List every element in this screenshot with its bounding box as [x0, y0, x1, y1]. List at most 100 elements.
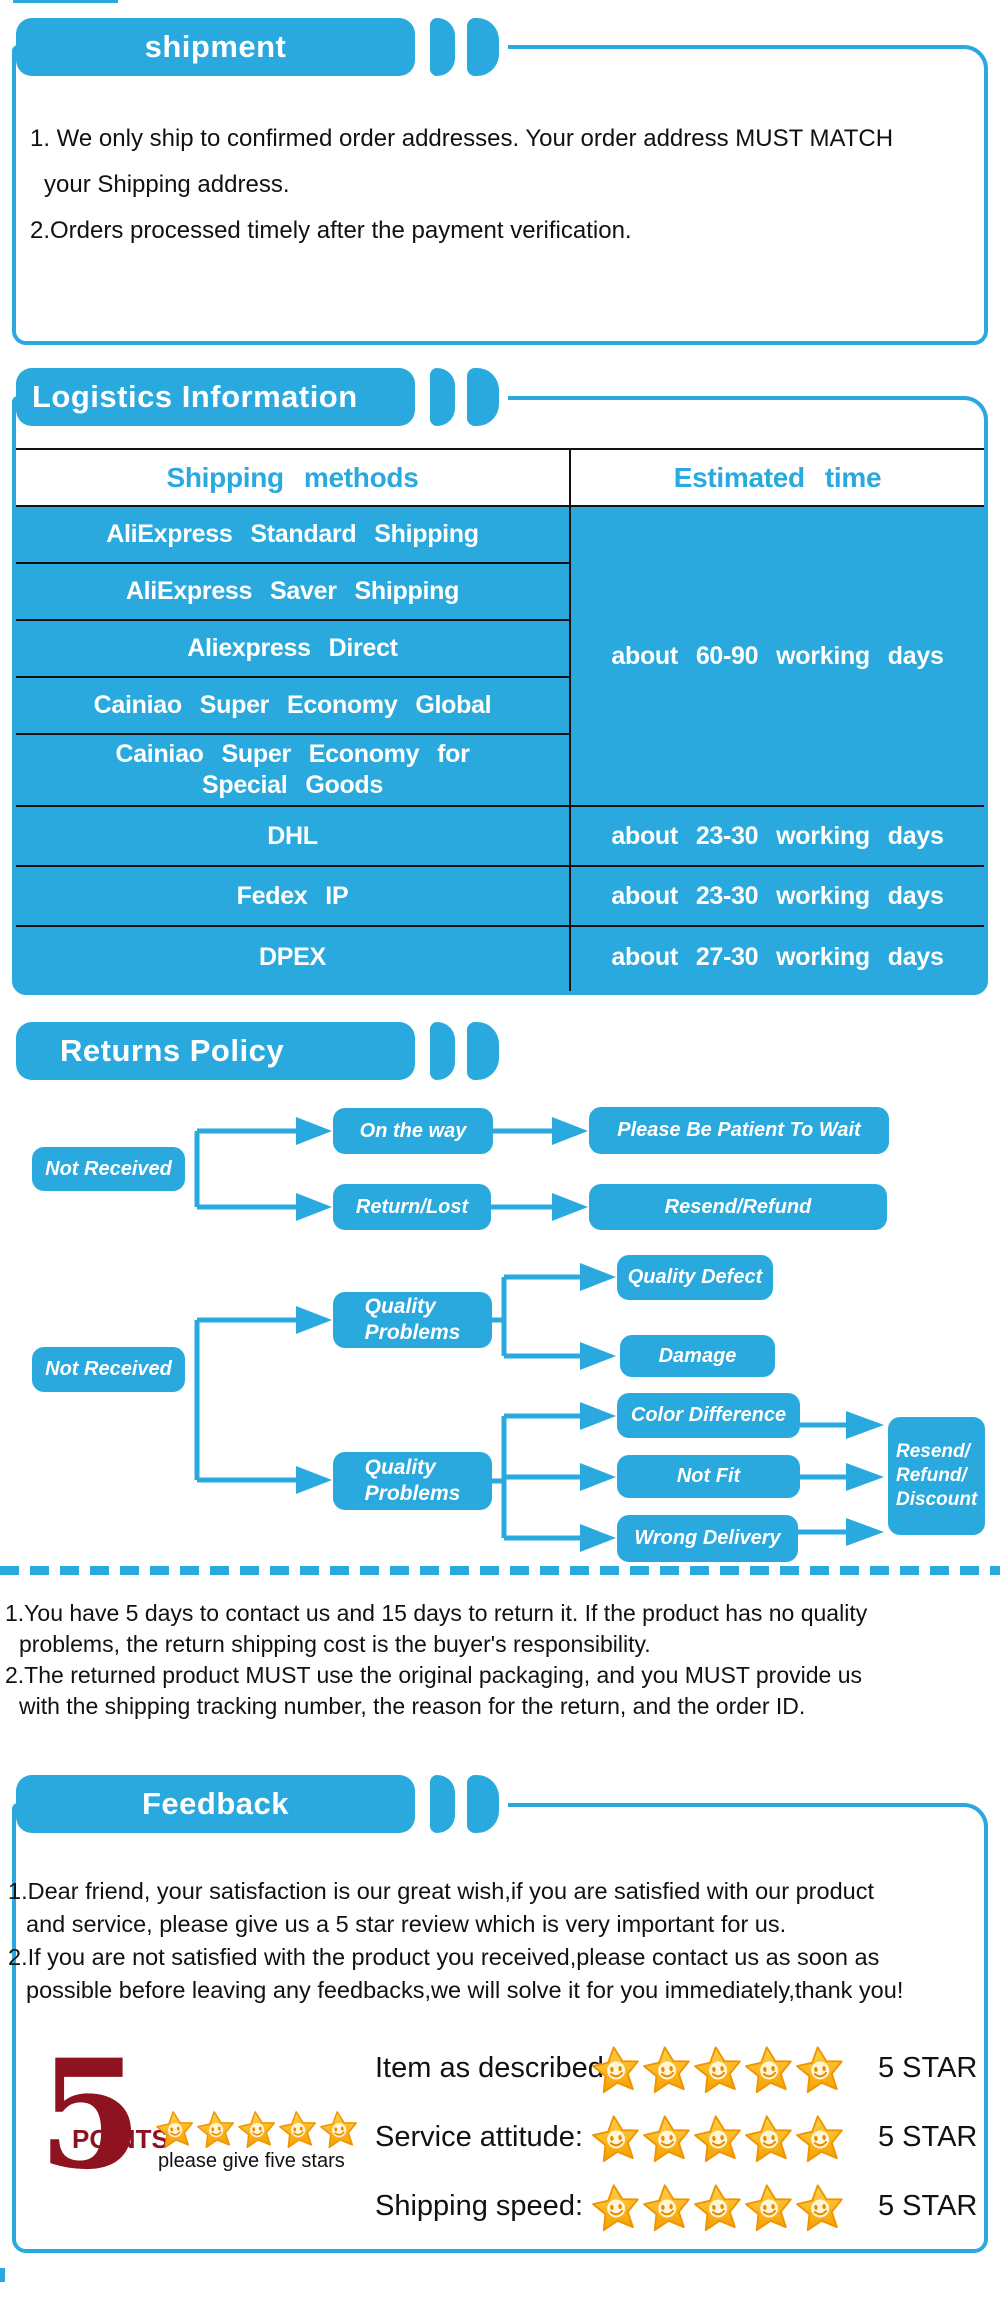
- five-points-label: POINTS: [72, 2124, 169, 2154]
- returns-note-line: 2.The returned product MUST use the orig…: [5, 1662, 863, 1688]
- flow-connector-lines: [194, 1117, 884, 1552]
- rating-stars: [592, 2183, 844, 2232]
- table-line: [16, 865, 984, 867]
- rating-value: 5 STAR: [878, 2052, 978, 2084]
- smiley-star-icon: [156, 2111, 194, 2149]
- smiley-star-icon: [694, 2184, 741, 2232]
- smiley-star-icon: [592, 2115, 639, 2163]
- smiley-star-icon: [694, 2115, 741, 2163]
- flow-box-please-wait: Please Be Patient To Wait: [589, 1107, 889, 1154]
- flow-box-damage: Damage: [620, 1335, 775, 1377]
- rating-stars: [592, 2045, 844, 2094]
- table-line: [16, 562, 569, 564]
- table-row-time: about 23-30 working days: [611, 881, 944, 910]
- feedback-note-line: 2.If you are not satisfied with the prod…: [8, 1944, 880, 1970]
- smiley-star-icon: [592, 2184, 639, 2232]
- five-points-number: 5: [38, 2027, 143, 2203]
- table-line: [16, 733, 569, 735]
- flow-box-color-difference: Color Difference: [617, 1393, 800, 1438]
- table-row-time: about 27-30 working days: [611, 942, 944, 971]
- table-row-method: AliExpress Standard Shipping: [106, 520, 479, 548]
- smiley-star-icon: [643, 2184, 690, 2232]
- smiley-star-icon: [238, 2111, 276, 2149]
- table-row-method: AliExpress Saver Shipping: [125, 577, 460, 605]
- smiley-star-icon: [796, 2115, 843, 2163]
- deco-bracket-icon: [467, 368, 499, 426]
- rating-label: Service attitude:: [375, 2121, 583, 2153]
- table-header-shipping-methods: Shipping methods: [166, 461, 419, 493]
- smiley-star-icon: [279, 2111, 317, 2149]
- deco-bracket-icon: [430, 1775, 455, 1833]
- returns-notes: 1.You have 5 days to contact us and 15 d…: [5, 1598, 867, 1722]
- feedback-note-line: and service, please give us a 5 star rev…: [26, 1911, 787, 1937]
- deco-bracket-icon: [467, 1775, 499, 1833]
- shipment-header-pill: shipment: [16, 18, 415, 76]
- flow-box-wrong-delivery: Wrong Delivery: [617, 1515, 798, 1562]
- feedback-notes: 1.Dear friend, your satisfaction is our …: [8, 1875, 903, 2007]
- smiley-star-icon: [694, 2046, 741, 2094]
- feedback-header-pill: Feedback: [16, 1775, 415, 1833]
- rating-value: 5 STAR: [878, 2121, 978, 2153]
- flow-box-return-lost: Return/Lost: [333, 1184, 491, 1230]
- table-merged-time-cell: about 60-90 working days: [611, 641, 944, 670]
- table-line: [16, 925, 984, 927]
- smiley-star-icon: [592, 2046, 639, 2094]
- smiley-star-icon: [197, 2111, 235, 2149]
- table-line: [16, 619, 569, 621]
- table-line: [16, 805, 984, 807]
- smiley-star-icon: [745, 2115, 792, 2163]
- smiley-star-icon: [745, 2184, 792, 2232]
- flow-box-resend-refund-discount: Resend/ Refund/ Discount: [888, 1417, 985, 1535]
- table-line: [16, 448, 984, 450]
- returns-note-line: problems, the return shipping cost is th…: [19, 1631, 651, 1657]
- returns-note-line: with the shipping tracking number, the r…: [19, 1693, 806, 1719]
- feedback-note-line: 1.Dear friend, your satisfaction is our …: [8, 1878, 874, 1904]
- five-points-stars: [156, 2110, 358, 2149]
- rating-stars: [592, 2114, 844, 2163]
- flow-box-not-fit: Not Fit: [617, 1455, 800, 1498]
- smiley-star-icon: [796, 2046, 843, 2094]
- dashed-divider: [0, 1566, 1000, 1575]
- table-row-time: about 23-30 working days: [611, 821, 944, 850]
- deco-bracket-icon: [430, 1022, 455, 1080]
- table-line: [16, 676, 569, 678]
- shipment-note-line: 1. We only ship to confirmed order addre…: [30, 125, 894, 152]
- smiley-star-icon: [643, 2046, 690, 2094]
- table-column-divider: [569, 448, 571, 991]
- flow-box-quality-defect: Quality Defect: [617, 1255, 773, 1300]
- logistics-table-body-bg: [16, 505, 984, 991]
- feedback-note-line: possible before leaving any feedbacks,we…: [26, 1977, 904, 2003]
- flow-box-on-the-way: On the way: [333, 1108, 493, 1154]
- table-header-estimated-time: Estimated time: [673, 461, 882, 493]
- table-row-method: Fedex IP: [236, 881, 349, 910]
- logistics-title: Logistics Information: [32, 379, 358, 414]
- flow-box-resend-refund: Resend/Refund: [589, 1184, 887, 1230]
- deco-bracket-icon: [430, 368, 455, 426]
- logistics-header-pill: Logistics Information: [16, 368, 415, 426]
- table-row-method: Cainiao Super Economy for Special Goods: [115, 739, 470, 799]
- feedback-title: Feedback: [141, 1786, 289, 1821]
- flow-box-quality-problems: Quality Problems: [333, 1452, 492, 1510]
- rating-label: Shipping speed:: [375, 2190, 583, 2222]
- top-edge-artifact: [13, 0, 118, 3]
- five-points-caption: please give five stars: [158, 2150, 345, 2172]
- shipment-title: shipment: [144, 29, 287, 64]
- returns-header-pill: Returns Policy: [16, 1022, 415, 1080]
- smiley-star-icon: [745, 2046, 792, 2094]
- returns-note-line: 1.You have 5 days to contact us and 15 d…: [5, 1600, 868, 1626]
- smiley-star-icon: [643, 2115, 690, 2163]
- bottom-edge-artifact: [0, 2268, 5, 2282]
- shipment-note-line: 2.Orders processed timely after the paym…: [30, 217, 632, 244]
- returns-title: Returns Policy: [60, 1033, 285, 1068]
- rating-value: 5 STAR: [878, 2190, 978, 2222]
- table-row-method: Aliexpress Direct: [187, 634, 398, 662]
- flow-box-quality-problems: Quality Problems: [333, 1292, 492, 1348]
- deco-bracket-icon: [430, 18, 455, 76]
- table-row-method: Cainiao Super Economy Global: [93, 691, 492, 719]
- table-row-method: DPEX: [259, 942, 326, 971]
- deco-bracket-icon: [467, 18, 499, 76]
- table-row-method: DHL: [267, 821, 318, 850]
- shipment-notes: 1. We only ship to confirmed order addre…: [30, 116, 893, 254]
- flow-box-not-received: Not Received: [32, 1347, 185, 1392]
- table-line: [16, 505, 984, 507]
